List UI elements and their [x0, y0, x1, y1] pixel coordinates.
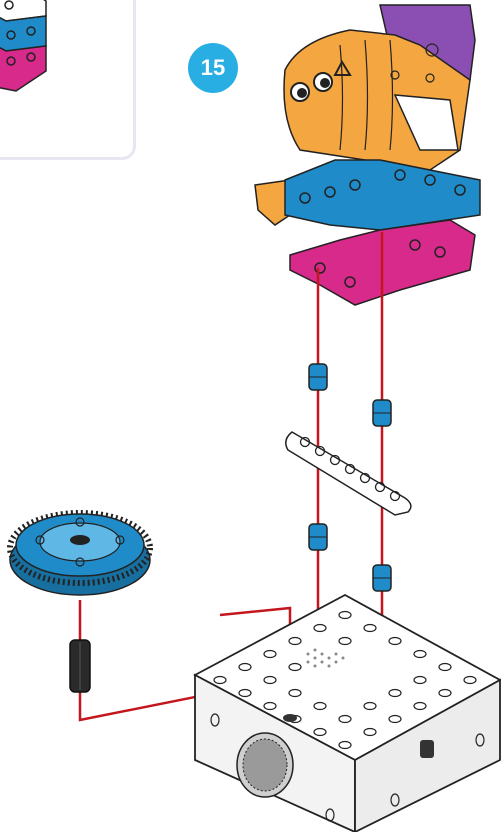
robot-head-icon	[254, 4, 481, 306]
motor-base-box-icon	[193, 593, 501, 832]
white-beam-icon	[285, 431, 412, 516]
black-axle-icon	[69, 639, 91, 693]
blue-connector-peg-icon	[308, 363, 392, 592]
previous-step-inset	[0, 0, 136, 160]
blue-gear-icon	[7, 510, 153, 596]
step-number-badge: 15	[188, 43, 238, 93]
previous-step-blocks-icon	[0, 0, 47, 92]
